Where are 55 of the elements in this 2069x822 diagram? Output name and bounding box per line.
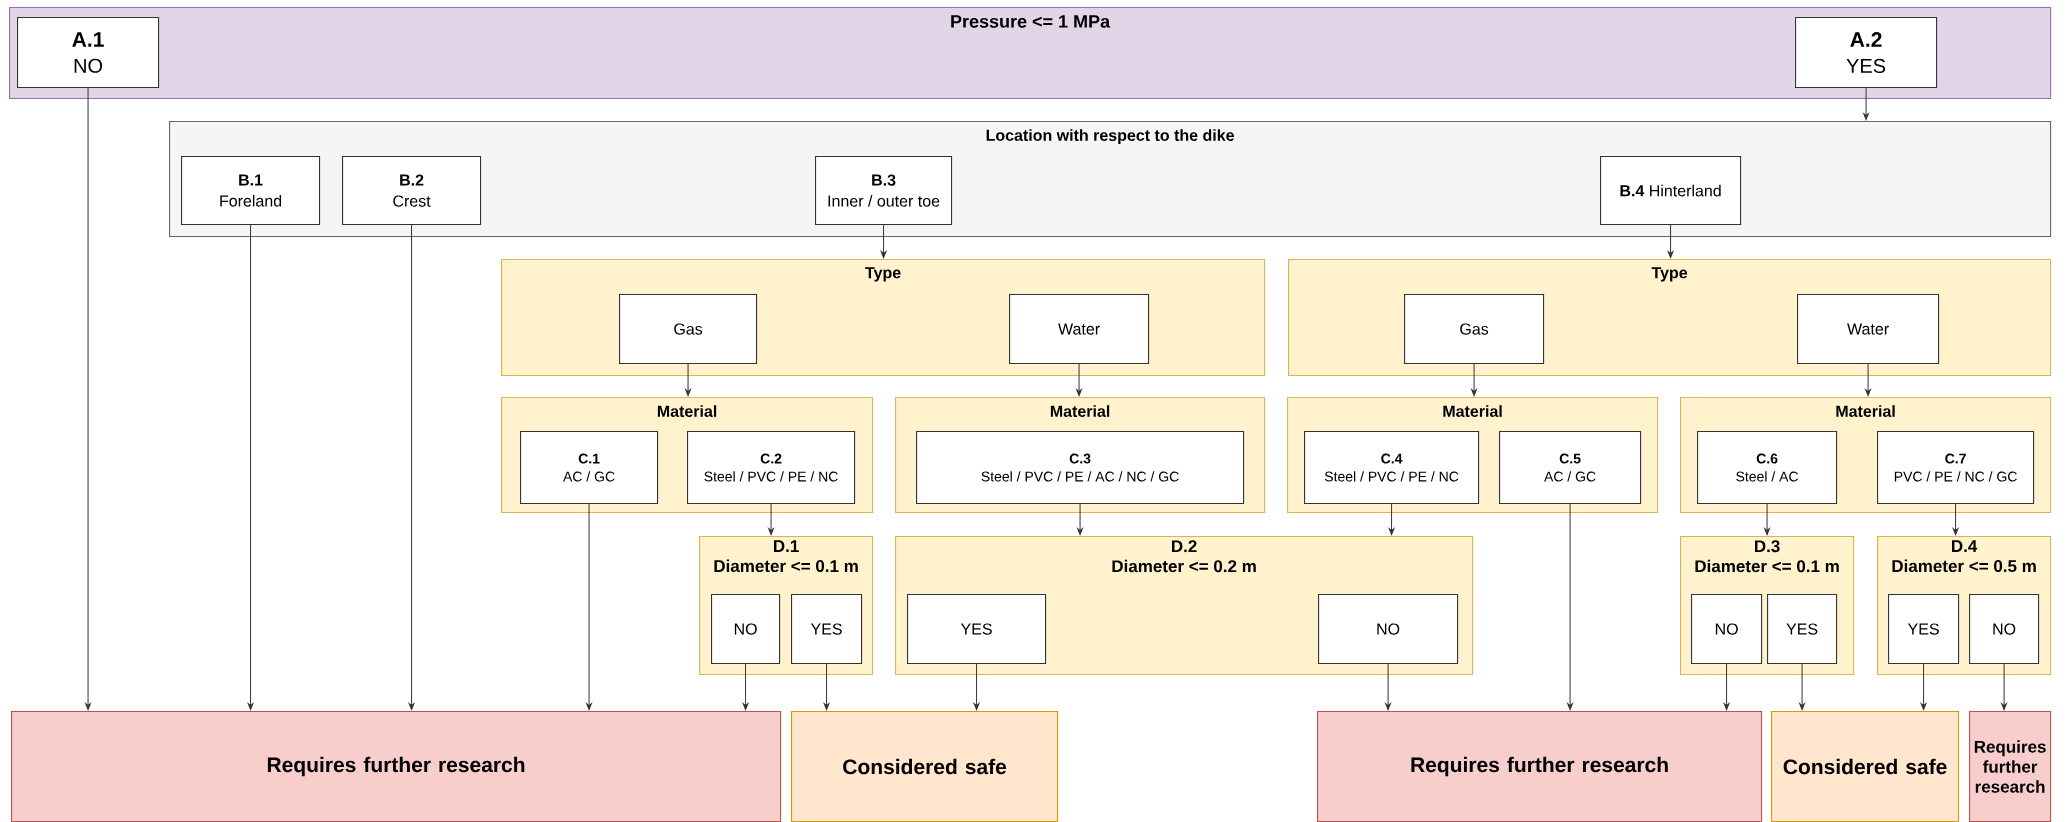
option-box: B.2 Crest bbox=[342, 156, 482, 226]
option-box: B.3 Inner / outer toe bbox=[815, 156, 953, 226]
arrow bbox=[1723, 663, 1730, 711]
option-box: YES bbox=[791, 594, 863, 665]
option-box: C.5 AC / GC bbox=[1499, 431, 1642, 505]
arrow bbox=[1920, 663, 1927, 711]
outcome-box: Requires further research bbox=[1317, 711, 1763, 822]
outcome-box: Considered safe bbox=[1771, 711, 1960, 822]
arrow bbox=[1385, 663, 1391, 711]
arrow bbox=[1863, 87, 1869, 121]
arrow bbox=[1567, 503, 1573, 711]
option-box: Water bbox=[1797, 294, 1940, 365]
arrow bbox=[1076, 363, 1082, 397]
option-box: C.7 PVC / PE / NC / GC bbox=[1877, 431, 2035, 505]
option-box: C.1 AC / GC bbox=[520, 431, 659, 505]
option-box: B.4 Hinterland bbox=[1600, 156, 1742, 226]
outcome-box: Considered safe bbox=[791, 711, 1059, 822]
arrow bbox=[973, 663, 980, 711]
option-box: NO bbox=[711, 594, 781, 665]
option-box: NO bbox=[1969, 594, 2040, 665]
option-box: NO bbox=[1318, 594, 1459, 665]
option-box: Water bbox=[1009, 294, 1150, 365]
arrow bbox=[1077, 503, 1083, 536]
option-box: Gas bbox=[619, 294, 758, 365]
arrow bbox=[1388, 503, 1395, 536]
arrow bbox=[823, 663, 830, 711]
option-box: A.1 NO bbox=[17, 17, 160, 89]
arrow bbox=[1799, 663, 1805, 711]
option-box: YES bbox=[1888, 594, 1960, 665]
arrow bbox=[742, 663, 749, 711]
outcome-box: Requires further research bbox=[1969, 711, 2052, 822]
option-box: C.6 Steel / AC bbox=[1697, 431, 1838, 505]
arrow bbox=[1764, 503, 1770, 536]
arrow bbox=[768, 503, 774, 536]
option-box: YES bbox=[907, 594, 1047, 665]
option-box: C.3 Steel / PVC / PE / AC / NC / GC bbox=[916, 431, 1245, 505]
option-box: YES bbox=[1767, 594, 1838, 665]
arrow bbox=[880, 224, 887, 259]
option-box: A.2 YES bbox=[1795, 17, 1938, 89]
arrow bbox=[85, 87, 91, 711]
arrow bbox=[586, 503, 592, 711]
option-box: C.2 Steel / PVC / PE / NC bbox=[687, 431, 856, 505]
option-box: B.1 Foreland bbox=[181, 156, 321, 226]
arrow bbox=[1667, 224, 1674, 259]
arrow bbox=[1952, 503, 1959, 536]
arrow bbox=[1471, 363, 1477, 397]
arrow bbox=[247, 224, 254, 711]
arrow bbox=[685, 363, 691, 397]
option-box: NO bbox=[1691, 594, 1763, 665]
option-box: C.4 Steel / PVC / PE / NC bbox=[1304, 431, 1480, 505]
arrow bbox=[1865, 363, 1871, 397]
arrow bbox=[2001, 663, 2007, 711]
outcome-box: Requires further research bbox=[11, 711, 782, 822]
option-box: Gas bbox=[1404, 294, 1545, 365]
arrow bbox=[408, 224, 415, 711]
